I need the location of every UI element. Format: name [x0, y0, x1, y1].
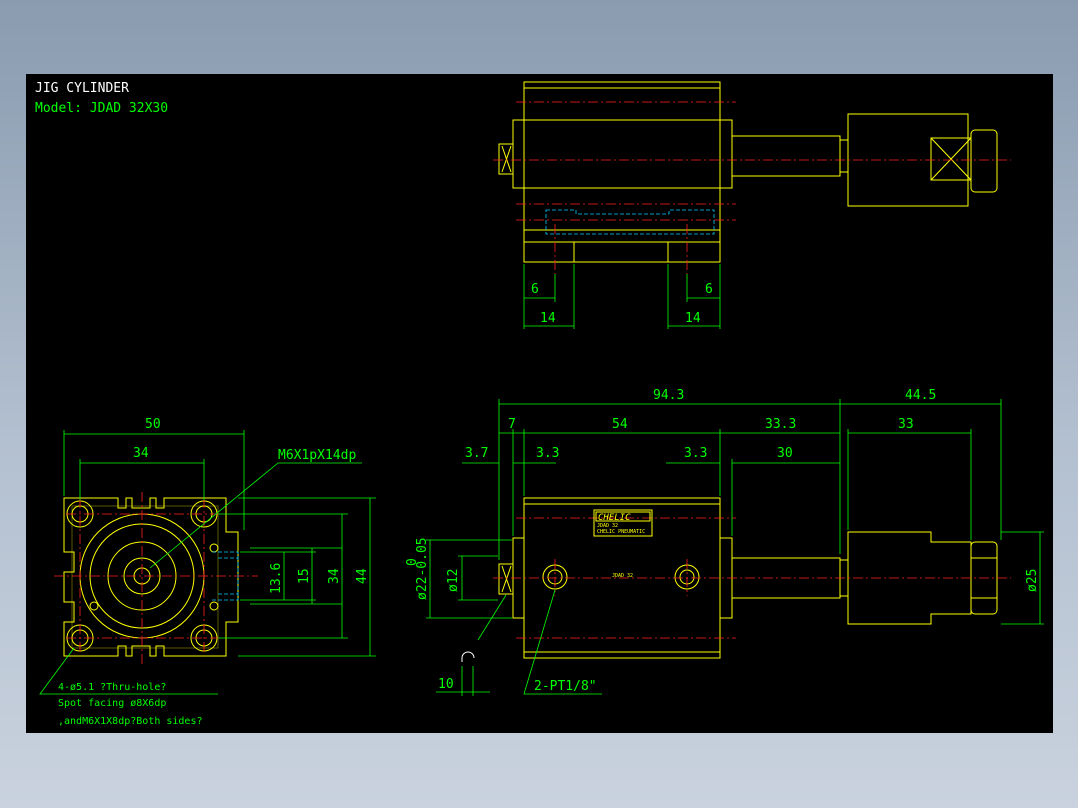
- note-holes-line3: ,andM6X1X8dp?Both sides?: [58, 716, 203, 727]
- dim-side-3-3-left: 3.3: [536, 446, 559, 461]
- svg-text:JDAD 32: JDAD 32: [597, 523, 618, 529]
- dim-top-left-14: 14: [540, 311, 556, 326]
- dim-top-right-14: 14: [685, 311, 701, 326]
- dim-end-50: 50: [145, 417, 161, 432]
- top-view-rod: [731, 135, 841, 177]
- chelic-label-plate: [593, 509, 653, 537]
- top-view-dimensions: 6 6 14 14: [523, 264, 721, 329]
- drawing-title: JIG CYLINDER: [35, 81, 129, 96]
- end-view-rod: [123, 557, 161, 595]
- note-holes-line1: 4-ø5.1 ?Thru-hole?: [58, 682, 166, 693]
- side-view: CHELIC JDAD 32 CHELIC PNEUMATIC JDAD 32: [461, 497, 1011, 662]
- side-view-rod-end: [847, 531, 972, 625]
- end-view-body: [63, 497, 239, 657]
- top-view: [493, 81, 1011, 274]
- dim-side-3-3-right: 3.3: [684, 446, 707, 461]
- note-port: 2-PT1/8": [534, 679, 597, 694]
- dim-end-34-top: 34: [133, 446, 149, 461]
- dim-side-3-7: 3.7: [465, 446, 488, 461]
- end-view-dimensions: 50 34 13.6 15 34 44 M6X1pX14dp 4-ø5.1 ?T…: [39, 417, 376, 727]
- top-view-body: [523, 81, 721, 263]
- dim-side-54: 54: [612, 417, 628, 432]
- dim-side-dia12: ø12: [446, 569, 461, 592]
- dim-side-10: 10: [438, 677, 454, 692]
- end-view: [54, 492, 258, 664]
- side-view-dimensions: 94.3 44.5 7 54 33.3 33 3.7 3.3 3.3 30 ø2…: [405, 388, 1044, 696]
- drawing-model: Model: JDAD 32X30: [35, 101, 168, 116]
- cad-drawing-canvas[interactable]: JIG CYLINDER Model: JDAD 32X30: [26, 74, 1053, 733]
- svg-text:CHELIC PNEUMATIC: CHELIC PNEUMATIC: [597, 529, 645, 535]
- chelic-brand: CHELIC: [598, 513, 631, 523]
- dim-side-overall: 94.3: [653, 388, 684, 403]
- dim-top-left-6: 6: [531, 282, 539, 297]
- dim-end-44: 44: [355, 568, 370, 584]
- dim-side-33-3: 33.3: [765, 417, 796, 432]
- dim-end-15: 15: [297, 568, 312, 584]
- dim-side-dia25: ø25: [1025, 569, 1040, 592]
- drawing-svg: JIG CYLINDER Model: JDAD 32X30: [35, 81, 1044, 727]
- dim-side-dia22: ø22-0.05: [415, 537, 430, 600]
- dim-side-33: 33: [898, 417, 914, 432]
- dim-side-dia22-tol: 0: [405, 558, 420, 566]
- dim-top-right-6: 6: [705, 282, 713, 297]
- note-thread: M6X1pX14dp: [278, 448, 356, 463]
- note-holes-line2: Spot facing ø8X6dp: [58, 698, 166, 709]
- dim-side-right: 44.5: [905, 388, 936, 403]
- dim-side-7: 7: [508, 417, 516, 432]
- dim-end-13-6: 13.6: [269, 563, 284, 594]
- side-model-mark: JDAD 32: [612, 573, 633, 579]
- dim-side-30: 30: [777, 446, 793, 461]
- dim-end-34-right: 34: [327, 568, 342, 584]
